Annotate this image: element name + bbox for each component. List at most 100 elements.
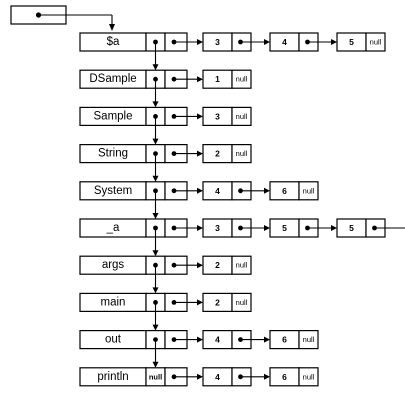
entry-value-arrow <box>174 299 203 306</box>
entry-value-arrow-arrowhead <box>197 39 203 45</box>
list-node-value-label: 4 <box>215 372 220 382</box>
list-node-value-label: 2 <box>215 297 220 307</box>
list-node-next-arrow-arrowhead <box>264 225 270 231</box>
entry-name-label: String <box>98 148 128 160</box>
list-node: 2 null <box>202 292 252 312</box>
entry-next-pointer-arrowhead <box>152 101 159 108</box>
list-node-null-label: null <box>303 335 315 344</box>
list-node-value-label: 5 <box>349 37 354 47</box>
hash-entry-row: _a 3 5 5 <box>79 218 405 257</box>
list-node-next-arrow-arrowhead <box>264 39 270 45</box>
entry-next-null-label: null <box>149 372 162 381</box>
entry-value-arrow <box>174 373 203 380</box>
entry-value-arrow <box>174 187 203 194</box>
entry-value-arrow-arrowhead <box>197 187 203 194</box>
list-node: 4 <box>202 330 270 350</box>
entry-value-arrow-arrowhead <box>197 336 203 343</box>
entry-next-pointer-arrowhead <box>152 361 159 368</box>
entry-value-arrow-arrowhead <box>197 373 203 380</box>
entry-name-label: println <box>97 371 128 383</box>
list-node-next-arrow-arrowhead <box>264 373 270 380</box>
list-node-next-cell <box>231 255 252 275</box>
entry-value-arrow <box>174 225 203 231</box>
list-node-value-label: 1 <box>215 74 220 84</box>
list-node-next-cell <box>365 32 386 52</box>
entry-value-arrow <box>174 76 203 83</box>
list-node-null-label: null <box>236 112 248 121</box>
list-node-value-label: 6 <box>282 372 287 382</box>
entry-name-label: DSample <box>89 73 136 85</box>
entry-value-arrow-arrowhead <box>197 299 203 306</box>
list-node-null-label: null <box>236 298 248 307</box>
list-node-next-arrow <box>240 336 270 343</box>
list-node-null-label: null <box>236 261 248 270</box>
list-node-next-cell <box>231 292 252 312</box>
list-node-null-label: null <box>236 75 248 84</box>
list-node-next-cell <box>231 69 252 89</box>
entry-value-arrow <box>174 39 203 45</box>
entry-value-arrow <box>174 113 203 120</box>
entry-value-arrow-arrowhead <box>197 150 203 157</box>
entry-next-pointer-arrowhead <box>152 175 159 182</box>
entry-next-pointer-arrowhead <box>152 287 159 294</box>
entry-name-label: args <box>102 259 125 271</box>
list-node-null-label: null <box>370 38 382 47</box>
list-node-next-arrow-arrowhead <box>264 187 270 194</box>
list-node: 5 <box>336 218 405 238</box>
entry-name-label: $a <box>107 36 120 48</box>
list-node-value-label: 3 <box>215 37 220 47</box>
entry-next-pointer-arrowhead <box>152 250 159 257</box>
list-node-next-arrow <box>307 225 337 231</box>
list-node-value-label: 3 <box>215 111 220 121</box>
entry-value-arrow-arrowhead <box>197 113 203 120</box>
entry-next-pointer-arrowhead <box>152 213 159 219</box>
entry-name-label: System <box>94 185 132 197</box>
list-node: 4 <box>269 32 337 52</box>
entry-value-arrow-arrowhead <box>197 76 203 83</box>
list-node-next-arrow <box>240 225 270 231</box>
entry-next-pointer-arrowhead <box>152 64 159 71</box>
list-node-next-arrow-arrowhead <box>331 39 337 45</box>
list-node-value-label: 2 <box>215 149 220 159</box>
hash-entry-row: DSample 1 null <box>79 69 252 108</box>
list-node: 6 null <box>269 330 319 350</box>
list-node: 2 null <box>202 255 252 275</box>
list-node-value-label: 4 <box>215 186 220 196</box>
list-node: 1 null <box>202 69 252 89</box>
list-node-next-arrow-arrowhead <box>264 336 270 343</box>
entry-name-label: _a <box>106 222 120 234</box>
entry-value-arrow <box>174 336 203 343</box>
list-node-null-label: null <box>303 186 315 195</box>
list-node-value-label: 3 <box>215 223 220 233</box>
entry-name-label: out <box>105 334 122 346</box>
entry-name-label: main <box>101 296 126 308</box>
entry-next-pointer-arrowhead <box>152 138 159 145</box>
list-node-next-arrow-arrowhead <box>331 225 337 231</box>
list-node-value-label: 5 <box>349 223 354 233</box>
list-node-next-cell <box>298 181 319 201</box>
entry-value-arrow-arrowhead <box>197 225 203 231</box>
list-node: 5 null <box>336 32 386 52</box>
entry-value-arrow <box>174 262 203 269</box>
list-node-value-label: 2 <box>215 260 220 270</box>
list-node: 3 <box>202 218 270 238</box>
list-node: 3 <box>202 32 270 52</box>
list-node-next-arrow <box>240 373 270 380</box>
list-node-value-label: 5 <box>282 223 287 233</box>
hash-entry-row: out 4 6 null <box>79 330 319 368</box>
list-node-next-arrow <box>307 39 337 45</box>
head-pointer-group <box>10 5 115 31</box>
list-node: 5 <box>269 218 337 238</box>
hash-entry-row: main 2 null <box>79 292 252 331</box>
list-node-value-label: 6 <box>282 335 287 345</box>
list-node: 4 <box>202 367 270 387</box>
list-node-next-arrow <box>240 39 270 45</box>
